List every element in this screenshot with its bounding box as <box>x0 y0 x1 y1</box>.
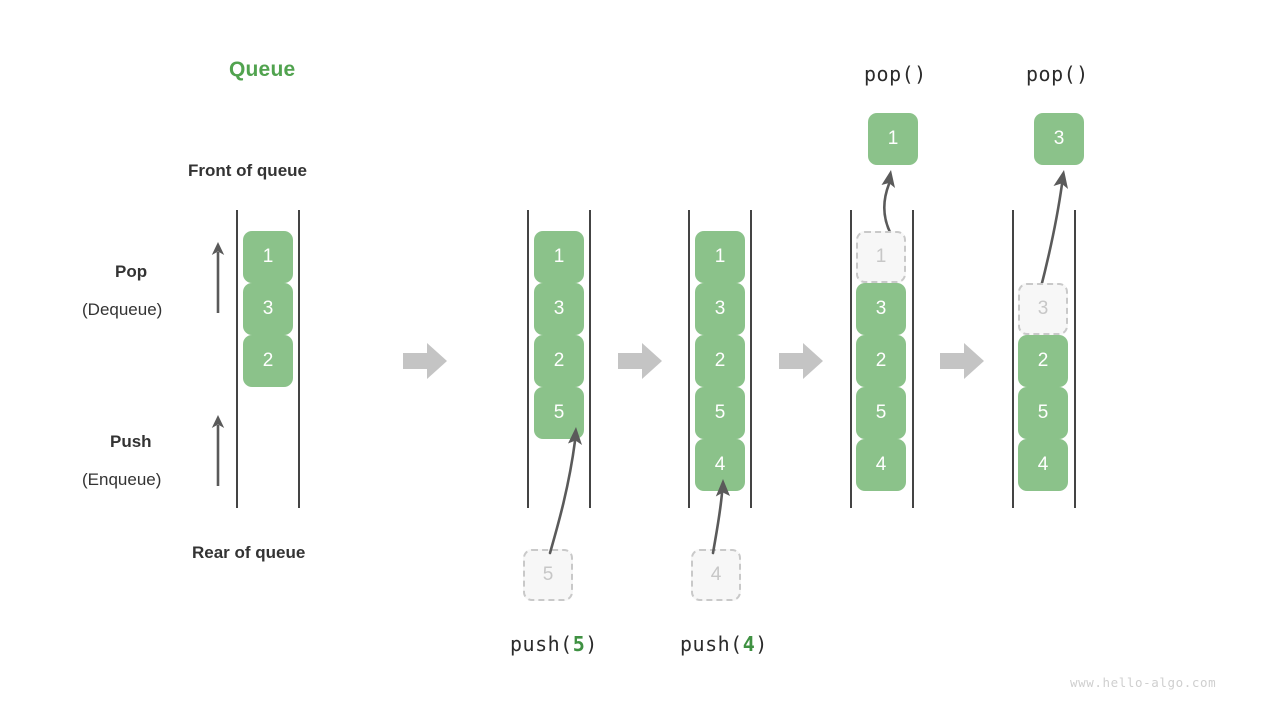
stage4-rail-left <box>850 210 852 508</box>
watermark: www.hello-algo.com <box>1070 675 1217 690</box>
front-of-queue-label: Front of queue <box>188 161 307 180</box>
stage3-cell-3: 5 <box>695 387 745 439</box>
stage5-popped-cell: 3 <box>1034 113 1084 165</box>
stage2-push-motion-arrow-icon <box>548 427 582 555</box>
stage4-rail-right <box>912 210 914 508</box>
stage1-cell-1: 3 <box>243 283 293 335</box>
stage3-rail-right <box>750 210 752 508</box>
stage3-op-name: push( <box>680 632 743 656</box>
stage2-rail-right <box>589 210 591 508</box>
page-title: Queue <box>229 58 296 81</box>
stage3-operation-label: push(4) <box>680 632 768 656</box>
stage1-cell-0: 1 <box>243 231 293 283</box>
stage3-cell-1: 3 <box>695 283 745 335</box>
stage4-cell-1: 2 <box>856 335 906 387</box>
stage3-cell-4: 4 <box>695 439 745 491</box>
step-arrow-3-icon <box>779 343 823 379</box>
stage4-operation-label: pop() <box>864 62 927 86</box>
stage5-operation-label: pop() <box>1026 62 1089 86</box>
stage2-operation-label: push(5) <box>510 632 598 656</box>
stage5-cell-0: 2 <box>1018 335 1068 387</box>
stage4-cell-3: 4 <box>856 439 906 491</box>
stage5-pop-motion-arrow-icon <box>1038 170 1068 293</box>
stage2-rail-left <box>527 210 529 508</box>
stage4-popped-cell: 1 <box>868 113 918 165</box>
push-direction-arrow-icon <box>211 415 225 486</box>
stage3-cell-0: 1 <box>695 231 745 283</box>
rear-of-queue-label: Rear of queue <box>192 543 306 562</box>
stage2-cell-2: 2 <box>534 335 584 387</box>
stage5-rail-right <box>1074 210 1076 508</box>
pop-direction-arrow-icon <box>211 242 225 313</box>
stage5-rail-left <box>1012 210 1014 508</box>
dequeue-label: (Dequeue) <box>82 300 163 319</box>
stage2-cell-3: 5 <box>534 387 584 439</box>
stage4-pop-motion-arrow-icon <box>881 170 895 238</box>
stage2-op-close: ) <box>585 632 598 656</box>
stage3-rail-left <box>688 210 690 508</box>
step-arrow-1-icon <box>403 343 447 379</box>
pop-label: Pop <box>115 262 148 281</box>
stage1-rail-right <box>298 210 300 508</box>
push-label: Push <box>110 432 152 451</box>
stage1-cell-2: 2 <box>243 335 293 387</box>
stage4-ghost-cell: 1 <box>856 231 906 283</box>
stage2-op-arg: 5 <box>572 632 586 656</box>
stage3-op-close: ) <box>755 632 768 656</box>
step-arrow-4-icon <box>940 343 984 379</box>
stage4-cell-0: 3 <box>856 283 906 335</box>
stage4-cell-2: 5 <box>856 387 906 439</box>
stage3-cell-2: 2 <box>695 335 745 387</box>
step-arrow-2-icon <box>618 343 662 379</box>
stage2-cell-1: 3 <box>534 283 584 335</box>
stage2-op-name: push( <box>510 632 573 656</box>
stage5-cell-2: 4 <box>1018 439 1068 491</box>
enqueue-label: (Enqueue) <box>82 470 162 489</box>
stage3-incoming-ghost-cell: 4 <box>691 549 741 601</box>
stage3-op-arg: 4 <box>742 632 756 656</box>
stage2-cell-0: 1 <box>534 231 584 283</box>
stage1-rail-left <box>236 210 238 508</box>
stage5-ghost-cell: 3 <box>1018 283 1068 335</box>
stage5-cell-1: 5 <box>1018 387 1068 439</box>
stage2-incoming-ghost-cell: 5 <box>523 549 573 601</box>
